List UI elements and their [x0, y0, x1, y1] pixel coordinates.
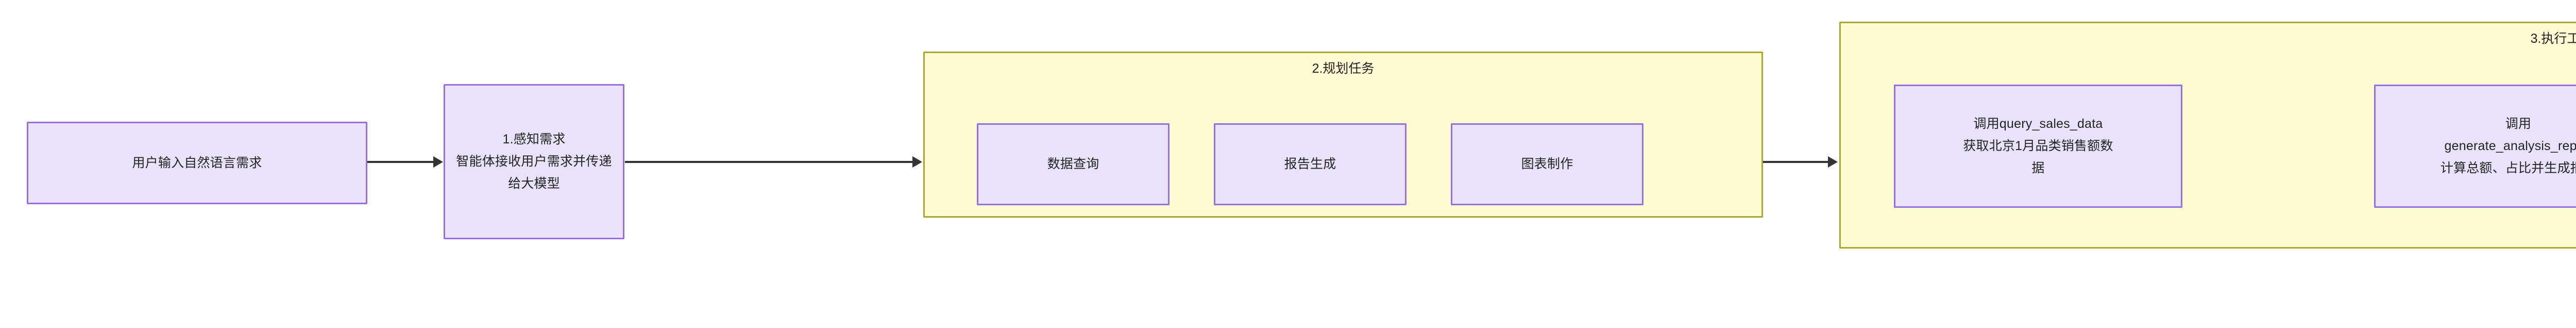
edge-plan-to-exec: [1763, 161, 1829, 163]
node-data-query-label: 数据查询: [1047, 157, 1099, 171]
node-call-query-sales-data-line-3: 据: [2031, 161, 2045, 175]
node-call-generate-analysis-report-line-2: generate_analysis_report: [2444, 139, 2576, 153]
node-chart-production[interactable]: 图表制作: [1451, 123, 1643, 205]
node-report-generation[interactable]: 报告生成: [1214, 123, 1406, 205]
node-chart-production-label: 图表制作: [1521, 157, 1573, 171]
node-perceive-requirement[interactable]: 1.感知需求 智能体接收用户需求并传递 给大模型: [444, 84, 624, 239]
edge-perceive-to-plan: [625, 161, 913, 163]
node-perceive-line-3: 给大模型: [508, 176, 560, 191]
node-user-input-line-1: 用户输入自然语言需求: [132, 155, 262, 170]
subgraph-plan-task-title: 2.规划任务: [1312, 61, 1375, 76]
edge-plan-to-exec-arrowhead: [1828, 156, 1838, 168]
node-perceive-line-2: 智能体接收用户需求并传递: [456, 154, 612, 169]
node-report-generation-label: 报告生成: [1284, 157, 1336, 171]
edge-user-input-to-perceive-arrowhead: [433, 156, 443, 168]
node-call-query-sales-data-line-2: 获取北京1月品类销售额数: [1963, 139, 2113, 153]
subgraph-execute-tools-title: 3.执行工具: [2530, 31, 2576, 46]
node-call-generate-analysis-report-line-1: 调用: [2505, 117, 2532, 131]
edge-user-input-to-perceive: [367, 161, 434, 163]
node-call-generate-analysis-report[interactable]: 调用 generate_analysis_report 计算总额、占比并生成报告: [2374, 85, 2576, 208]
node-perceive-line-1: 1.感知需求: [502, 132, 566, 146]
node-call-query-sales-data[interactable]: 调用query_sales_data 获取北京1月品类销售额数 据: [1894, 85, 2182, 208]
edge-perceive-to-plan-arrowhead: [912, 156, 922, 168]
node-call-query-sales-data-line-1: 调用query_sales_data: [1973, 117, 2103, 131]
node-data-query[interactable]: 数据查询: [977, 123, 1170, 205]
node-call-generate-analysis-report-line-3: 计算总额、占比并生成报告: [2440, 161, 2576, 175]
node-user-input[interactable]: 用户输入自然语言需求: [27, 122, 367, 204]
